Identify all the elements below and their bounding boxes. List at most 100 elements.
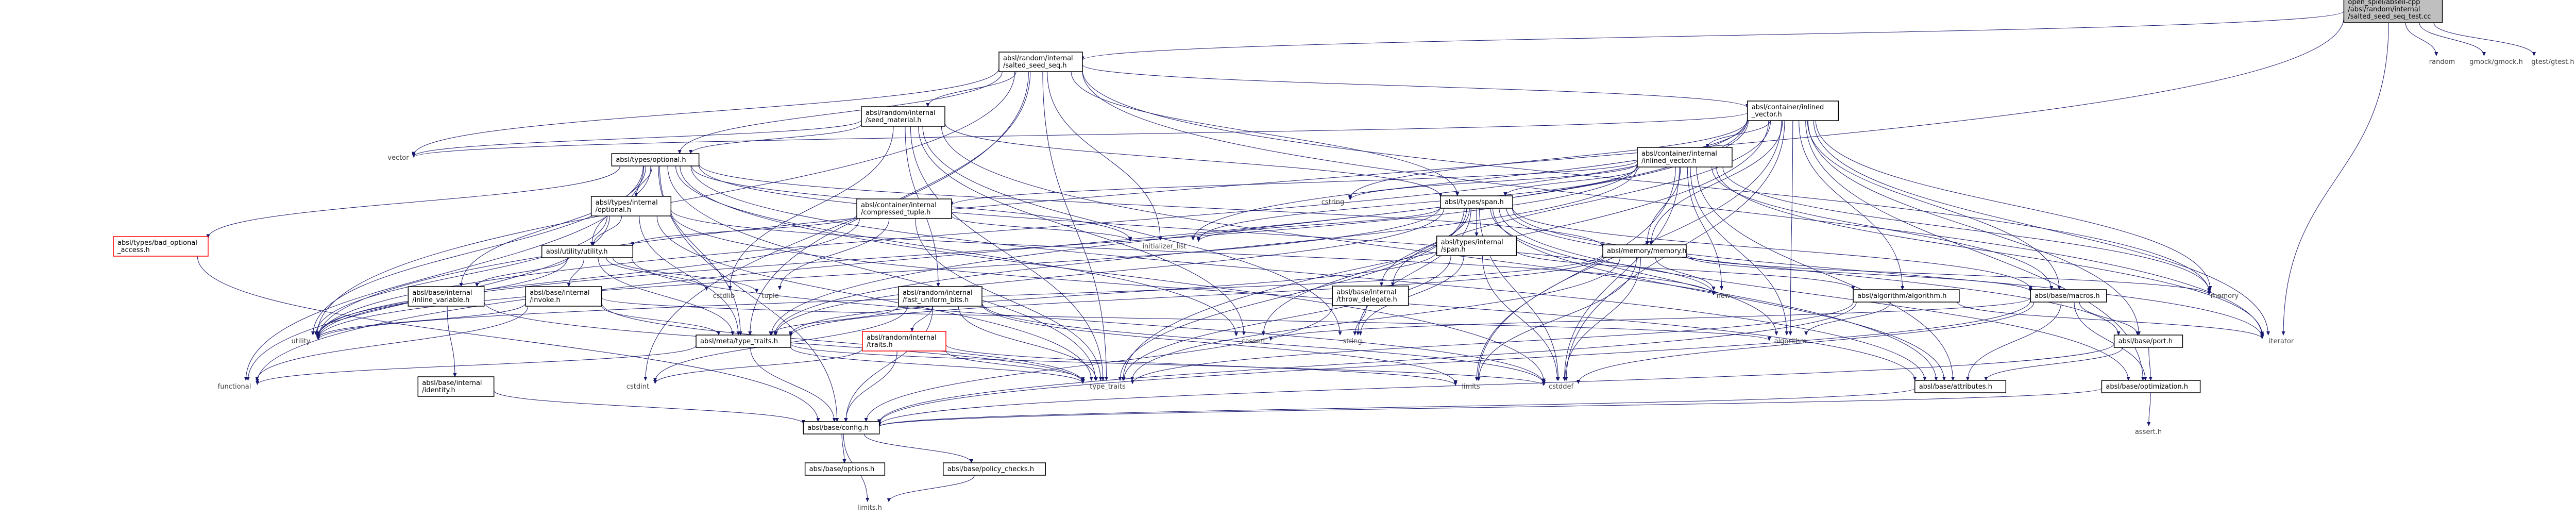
edge-macros-to-attributes [1968,302,2062,380]
node-tspan[interactable]: absl/types/internal/span.h [1436,236,1517,256]
node-label: new [1717,292,1731,300]
node-options[interactable]: absl/base/options.h [804,462,886,476]
edge-comptup-to-initlist [951,215,1130,241]
node-attributes[interactable]: absl/base/attributes.h [1914,380,2007,393]
node-config[interactable]: absl/base/config.h [803,421,880,435]
edge-optional-to-config [659,165,837,422]
edge-inlvec-to-throwdel [1393,120,1771,286]
node-box [1853,289,1960,303]
edge-metatt-to-typetraits [790,347,1083,383]
node-box [1332,286,1409,306]
node-algorithm: algorithm [1774,338,1807,345]
node-box [862,331,946,352]
edge-fastuni-to-config [846,306,934,422]
node-optimization[interactable]: absl/base/optimization.h [2101,380,2201,393]
node-label: cassert [1241,338,1265,345]
edge-topt-to-utility-h [594,215,622,245]
node-memory-h[interactable]: absl/memory/memory.h [1602,244,1687,258]
node-label: absl/utility/utility.h [546,248,608,256]
node-port[interactable]: absl/base/port.h [2113,335,2183,348]
edge-algo-h-to-config [879,302,1857,423]
edge-inlvec-to-algo-h [1799,120,1903,290]
node-new: new [1717,292,1731,300]
node-algo-h[interactable]: absl/algorithm/algorithm.h [1853,289,1960,303]
edge-metatt-to-config [750,347,835,422]
node-label: absl/meta/type_traits.h [700,338,778,345]
edge-salted-to-memory [1082,70,2209,293]
node-label: _access.h [117,246,150,254]
node-macros[interactable]: absl/base/macros.h [2030,289,2107,303]
node-label: cstdint [626,383,649,391]
node-label: /fast_uniform_bits.h [903,296,969,304]
node-box [2113,335,2183,348]
node-comptup[interactable]: absl/container/internal/compressed_tuple… [856,198,952,219]
node-initlist: initializer_list [1142,243,1186,250]
node-label: cstdlib [713,292,735,300]
edge-optional-to-functional [246,165,645,380]
edge-invoke-to-utility [318,303,526,339]
node-label: gmock/gmock.h [2469,58,2523,66]
edge-macros-to-cassert [1271,297,2031,340]
edge-identity-to-config [494,390,804,424]
node-badopt[interactable]: absl/types/bad_optional_access.h [113,236,209,257]
node-utility-h[interactable]: absl/utility/utility.h [541,245,634,258]
node-label: absl/algorithm/algorithm.h [1857,292,1946,300]
edge-span-to-cassert [1263,208,1467,335]
edge-inlvec-to-memory-h [1651,120,1783,245]
node-box [611,153,700,166]
edge-ctinl-to-new [1687,166,1721,290]
node-label: /absl/random/internal [2348,6,2420,13]
node-random: random [2429,58,2455,66]
node-identity[interactable]: absl/base/internal/identity.h [417,376,495,397]
node-root[interactable]: open_spiel/abseil-cpp/absl/random/intern… [2343,0,2443,23]
node-invoke[interactable]: absl/base/internal/invoke.h [525,286,602,307]
node-iterator: iterator [2269,338,2294,345]
node-label: absl/random/internal [866,109,936,117]
node-inlvec[interactable]: absl/container/inlined_vector.h [1747,101,1839,121]
edge-root-to-gtest [2433,22,2534,56]
edge-utility-h-to-cstddef [632,257,1544,384]
node-gtest: gtest/gtest.h [2531,58,2574,66]
edge-macros-to-port [2079,302,2138,335]
edge-optional-to-memory-h [699,163,1603,247]
node-seedmat[interactable]: absl/random/internal/seed_material.h [861,106,945,127]
node-topt[interactable]: absl/types/internal/optional.h [590,196,672,216]
node-throwdel[interactable]: absl/base/internal/throw_delegate.h [1332,286,1409,306]
edge-ctinl-to-algorithm [1690,166,1787,335]
edge-inlvec-to-iterator [1813,120,2268,335]
node-box [590,196,672,216]
node-ctinl[interactable]: absl/container/internal/inlined_vector.h [1637,147,1733,168]
node-metatt[interactable]: absl/meta/type_traits.h [696,335,791,348]
edge-throwdel-to-string [1355,305,1367,335]
edge-fastuni-to-limits [981,303,1455,384]
edge-inlvec-to-macros [1807,120,2059,290]
edge-salted-to-inlvec [1082,64,1748,108]
node-tuple: tuple [761,292,778,300]
edge-inlvec-to-initlist [1193,120,1748,240]
node-label: absl/random/internal [867,334,937,342]
node-fastuni[interactable]: absl/random/internal/fast_uniform_bits.h [898,286,982,307]
node-label: absl/types/optional.h [616,156,686,164]
node-label: open_spiel/abseil-cpp [2348,0,2420,6]
node-label: /salted_seed_seq_test.cc [2348,13,2431,21]
edge-inlvec-to-cstring [1350,120,1748,199]
edge-root-to-random [2405,22,2436,56]
node-policy[interactable]: absl/base/policy_checks.h [943,462,1046,476]
edge-optional-to-topt [636,165,653,196]
edge-ctinl-to-iterator [1716,166,2262,336]
node-inlvar[interactable]: absl/base/internal/inline_variable.h [408,286,485,307]
node-optional[interactable]: absl/types/optional.h [611,153,700,166]
edge-memory-h-to-limits [1479,257,1637,380]
node-salted[interactable]: absl/random/internal/salted_seed_seq.h [998,52,1083,72]
edge-config-to-policy [864,433,972,463]
node-box [408,286,485,307]
edge-tspan-to-typetraits [1124,255,1451,380]
edge-utility-h-to-cstdlib [606,257,706,290]
edge-metatt-to-functional [258,345,697,385]
node-label: algorithm [1774,338,1807,345]
node-label: type_traits [1090,383,1126,391]
edge-span-to-metatt [776,208,1445,335]
node-span[interactable]: absl/types/span.h [1440,195,1513,209]
node-vector: vector [387,154,409,162]
node-rtraits[interactable]: absl/random/internal/traits.h [862,331,946,352]
